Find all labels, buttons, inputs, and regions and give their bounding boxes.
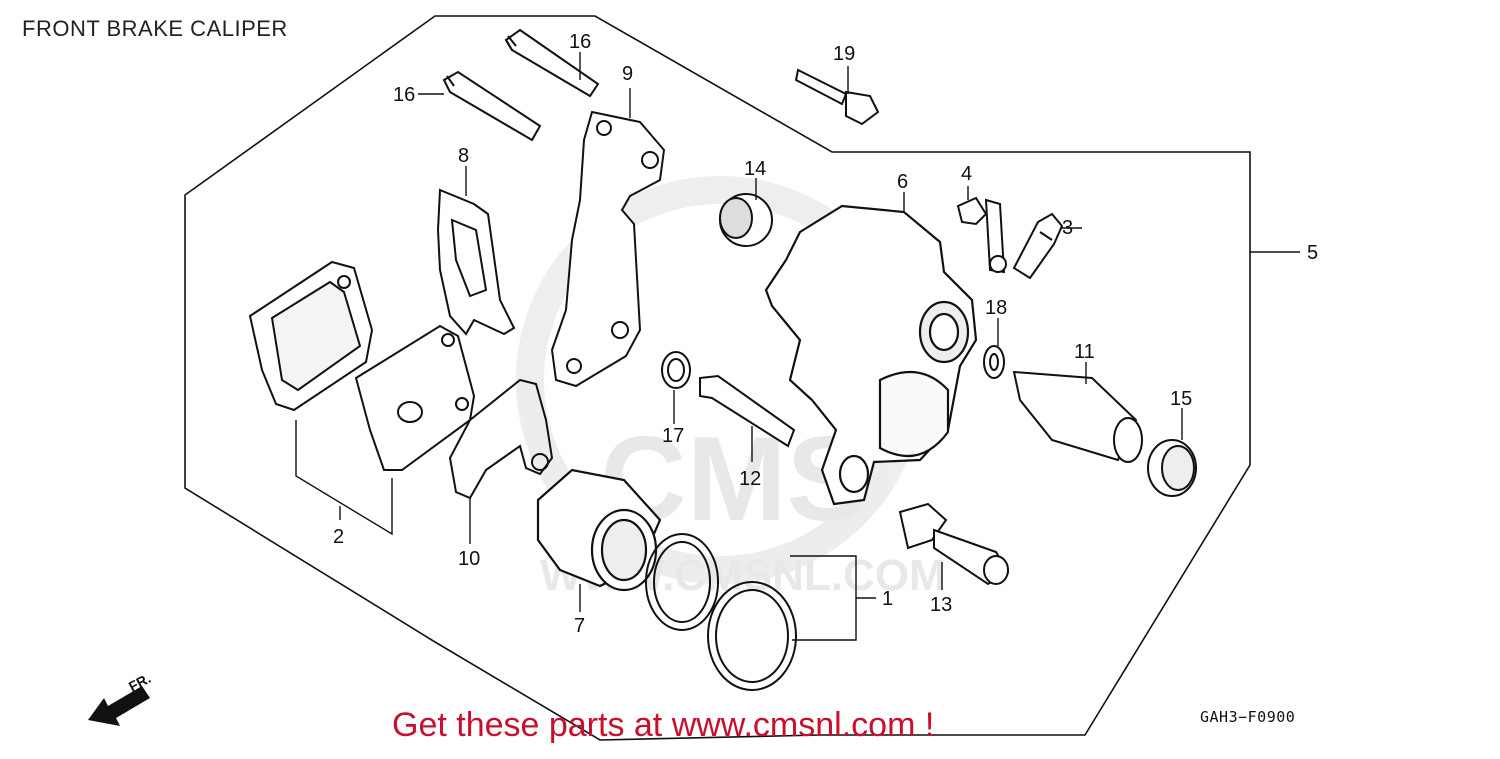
pin-bolt-12	[699, 374, 796, 448]
dust-cap-15	[1147, 439, 1197, 497]
callout-19: 19	[833, 43, 855, 65]
callout-2: 2	[333, 526, 344, 548]
brake-pad-inner	[354, 324, 476, 471]
callout-13: 13	[930, 594, 952, 616]
callouts: 16 16 9 19 8 14 6 4 3 5 18 11 15 17 12 2…	[333, 31, 1318, 637]
front-direction-arrow: FR.	[88, 670, 153, 726]
callout-1: 1	[882, 588, 893, 610]
slide-pin-upper	[504, 28, 600, 98]
callout-4: 4	[961, 163, 972, 185]
callout-14: 14	[744, 158, 766, 180]
clip-17	[661, 351, 691, 389]
bleeder-screw	[1012, 212, 1064, 280]
callout-6: 6	[897, 171, 908, 193]
pin-boot-14	[719, 193, 773, 247]
leader-lines	[295, 52, 1300, 641]
callout-3: 3	[1062, 217, 1073, 239]
callout-18: 18	[985, 297, 1007, 319]
callout-16-lower: 16	[393, 84, 415, 106]
piston-seal-set	[645, 533, 797, 691]
callout-15: 15	[1170, 388, 1192, 410]
callout-12: 12	[739, 468, 761, 490]
callout-17: 17	[662, 425, 684, 447]
callout-11: 11	[1074, 341, 1095, 363]
callout-10: 10	[458, 548, 480, 570]
bolt-19	[794, 68, 880, 126]
slide-pin-lower	[442, 70, 542, 142]
callout-9: 9	[622, 63, 633, 85]
callout-16-upper: 16	[569, 31, 591, 53]
caliper-bracket	[550, 110, 666, 388]
pin-sleeve-11	[1012, 370, 1143, 463]
cta-link[interactable]: Get these parts at www.cmsnl.com !	[392, 706, 935, 744]
pad-retainer	[436, 188, 516, 336]
o-ring-18	[983, 345, 1005, 379]
pin-bolt-13	[898, 502, 1010, 586]
front-direction-label: FR.	[126, 670, 153, 695]
assembly-outline	[184, 15, 1251, 741]
page-title: FRONT BRAKE CALIPER	[22, 16, 288, 41]
piston-7	[536, 468, 662, 592]
callout-5: 5	[1307, 242, 1318, 264]
bleeder-cap	[956, 196, 1007, 274]
diagram-code: GAH3−F0900	[1200, 708, 1296, 726]
callout-7: 7	[574, 615, 585, 637]
callout-8: 8	[458, 145, 469, 167]
brake-pad-outer	[248, 260, 374, 412]
caliper-body	[764, 204, 978, 506]
